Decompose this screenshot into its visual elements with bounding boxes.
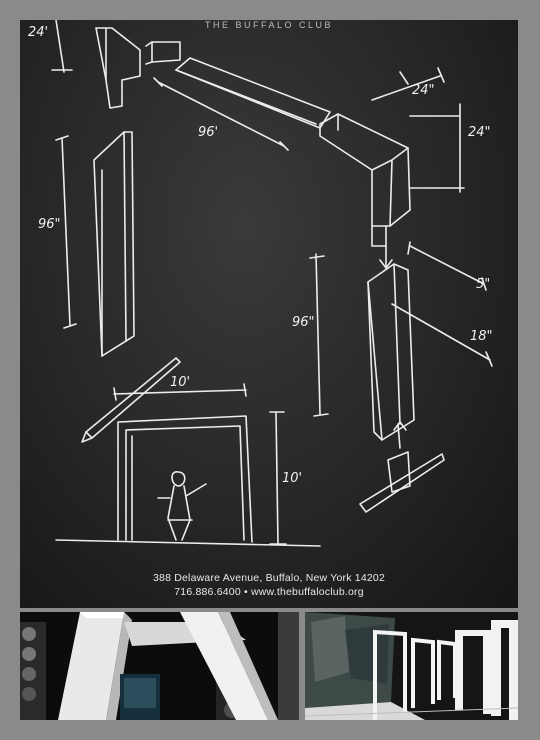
dim-left-column-height: 96"	[38, 217, 61, 232]
sketch-panel: THE BUFFALO CLUB	[20, 20, 518, 608]
base-post	[387, 451, 411, 493]
doorway-frame	[117, 415, 253, 543]
pencil	[85, 357, 181, 439]
chalk-sketch: 24' 96' 24" 24" 96" 96" 5" 18" 10' 10'	[28, 20, 493, 547]
dim-beam-length: 96'	[198, 125, 218, 140]
ground-line	[55, 539, 321, 547]
dim-right-column-height: 96"	[292, 315, 315, 330]
corner-block-right	[319, 113, 411, 227]
dim-post-width: 18"	[470, 329, 493, 344]
render-left-drawing	[20, 612, 299, 720]
top-beam	[175, 57, 331, 129]
corner-peg-right	[371, 225, 387, 247]
base-plate	[359, 453, 445, 513]
sketch-header: THE BUFFALO CLUB	[204, 20, 334, 30]
connector-peg-left	[151, 41, 181, 63]
dim-doorway-width: 10'	[170, 375, 190, 390]
figure-head	[171, 471, 186, 487]
corner-block-left	[95, 27, 141, 109]
footer-address: 388 Delaware Avenue, Buffalo, New York 1…	[153, 572, 385, 584]
dim-post-depth: 5"	[476, 277, 490, 292]
render-thumbnail-left	[20, 612, 299, 720]
dim-block-width: 24"	[412, 83, 435, 98]
footer-contact: 716.886.6400 • www.thebuffaloclub.org	[174, 586, 364, 598]
render-thumbnail-right	[305, 612, 518, 720]
render-right-drawing	[305, 612, 518, 720]
dim-block-height: 24"	[468, 125, 491, 140]
dim-doorway-height: 10'	[282, 471, 302, 486]
dim-top-left-corner: 24'	[28, 25, 48, 40]
left-column	[93, 131, 135, 357]
